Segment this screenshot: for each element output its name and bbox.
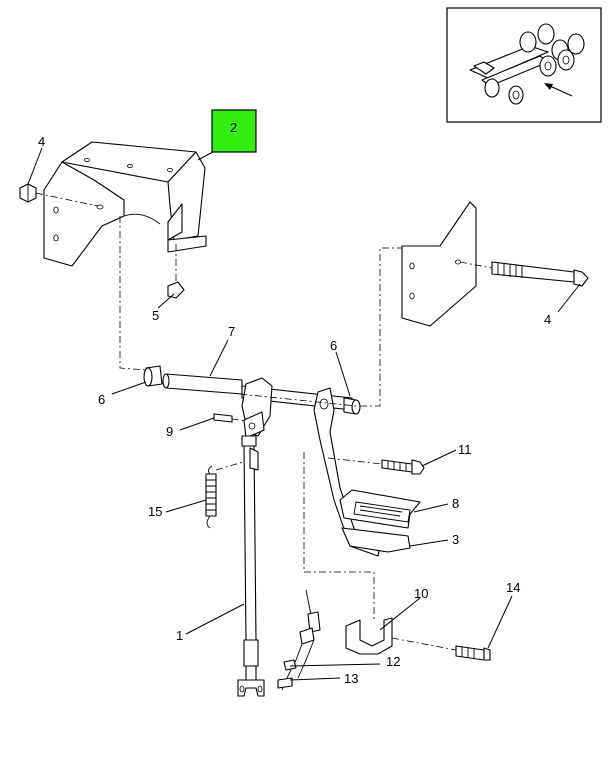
- callout-13: 13: [344, 671, 358, 686]
- lower-bracket: [345, 617, 393, 655]
- return-spring: [205, 459, 251, 529]
- bracket-bolt: [391, 637, 491, 661]
- pivot-shaft-assembly: [143, 365, 361, 447]
- push-rod: [237, 445, 265, 697]
- callout-7: 7: [228, 324, 235, 339]
- callout-11: 11: [458, 442, 472, 457]
- nut-left: [19, 183, 99, 207]
- vehicle-locator-inset: [446, 7, 602, 123]
- callout-6-left: 6: [98, 392, 105, 407]
- callout-8: 8: [452, 496, 459, 511]
- callout-14: 14: [506, 580, 520, 595]
- callout-9: 9: [166, 424, 173, 439]
- callout-4-left: 4: [38, 134, 45, 149]
- right-side-plate: [401, 201, 477, 327]
- pedal-mounting-bracket: [43, 141, 207, 267]
- leader-lines: [27, 139, 581, 681]
- brake-switch-assembly: [277, 589, 321, 691]
- callout-10: 10: [414, 586, 428, 601]
- callout-6-right: 6: [330, 338, 337, 353]
- callout-15: 15: [148, 504, 162, 519]
- callout-3: 3: [452, 532, 459, 547]
- brake-pedal: [313, 387, 421, 557]
- callout-4-right: 4: [544, 312, 551, 327]
- highlighted-callout-box: [211, 109, 257, 153]
- bolt-long-right: [459, 261, 589, 287]
- callout-2: 2: [230, 120, 237, 135]
- assembly-centerlines: [119, 216, 402, 622]
- callout-1: 1: [176, 628, 183, 643]
- small-bolt: [167, 244, 185, 299]
- pedal-bolt: [327, 457, 425, 475]
- callout-12: 12: [386, 654, 400, 669]
- callout-5: 5: [152, 308, 159, 323]
